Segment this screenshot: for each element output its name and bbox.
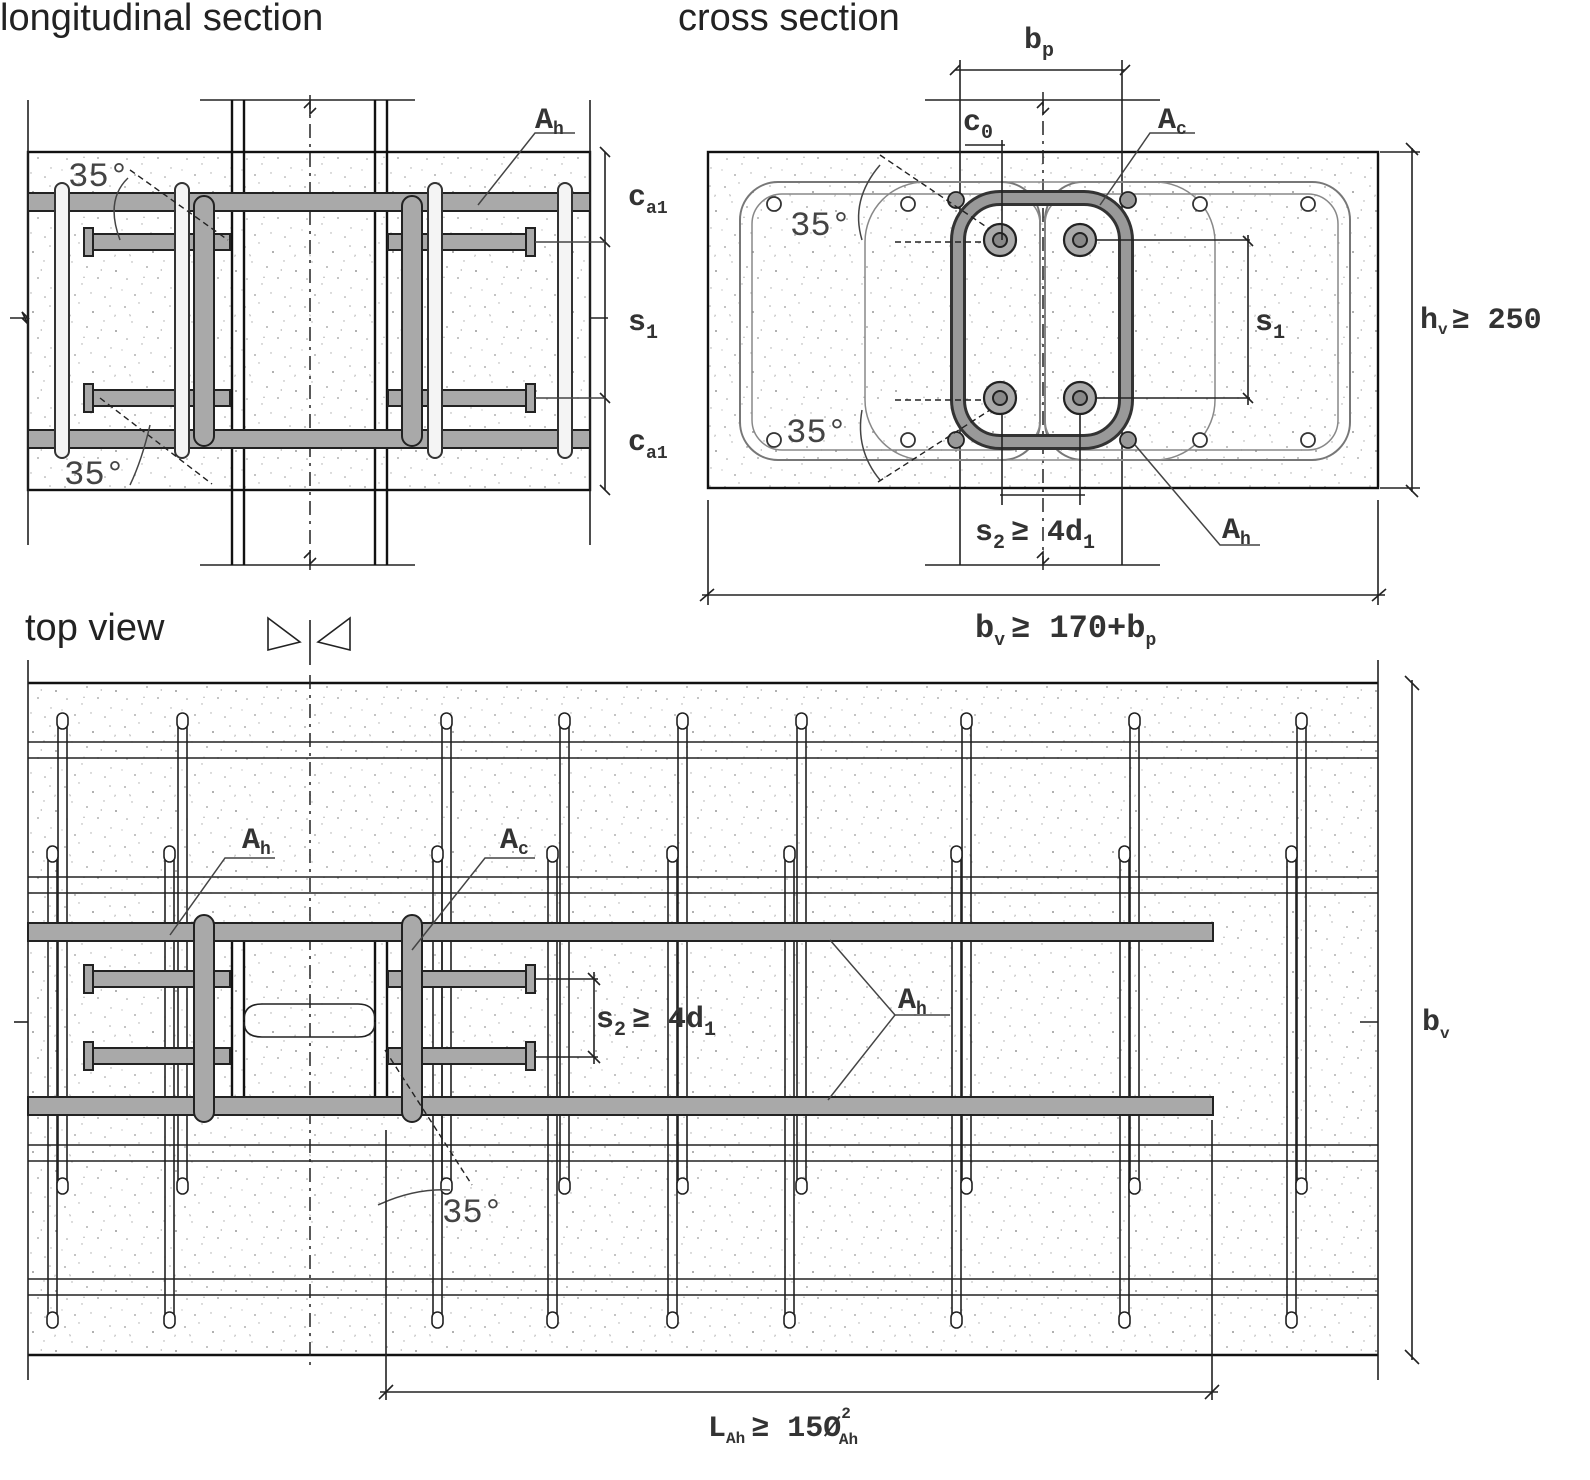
- angle-label-cross-top: 35°: [790, 208, 851, 246]
- label-ah-cross: Ah: [1222, 514, 1251, 550]
- label-ac-cross: Ac: [1158, 104, 1187, 140]
- title-cross-section: cross section: [678, 0, 900, 39]
- title-top-view: top view: [25, 607, 165, 649]
- title-longitudinal-section: longitudinal section: [0, 0, 323, 39]
- label-ca1-bottom: ca1: [628, 426, 668, 464]
- label-s1-long: s1: [628, 306, 658, 345]
- angle-label-long-bottom: 35°: [64, 457, 125, 495]
- angle-label-top-view: 35°: [442, 1195, 503, 1233]
- label-ca1-top: ca1: [628, 181, 668, 219]
- label-ah-top-right: Ah: [898, 984, 927, 1020]
- label-hv: hv≥ 250: [1420, 304, 1542, 339]
- label-ah-long: Ah: [535, 104, 564, 140]
- label-ac-top: Ac: [500, 824, 529, 860]
- angle-label-long-top: 35°: [68, 159, 129, 197]
- label-s2-cross: s2≥ 4d1: [975, 516, 1095, 555]
- label-ah-top-left: Ah: [242, 824, 271, 860]
- angle-label-cross-bottom: 35°: [786, 415, 847, 453]
- top-view: [14, 616, 1420, 1400]
- label-s1-cross: s1: [1255, 306, 1285, 345]
- label-s2-top: s2≥ 4d1: [596, 1003, 716, 1042]
- label-bv-cross: bv≥ 170+bp: [975, 610, 1156, 651]
- label-c0: c0: [963, 106, 993, 145]
- longitudinal-section: [10, 95, 611, 570]
- label-bp: bp: [1024, 24, 1054, 63]
- label-bv-top: bv: [1422, 1006, 1450, 1043]
- cross-section: [699, 60, 1420, 605]
